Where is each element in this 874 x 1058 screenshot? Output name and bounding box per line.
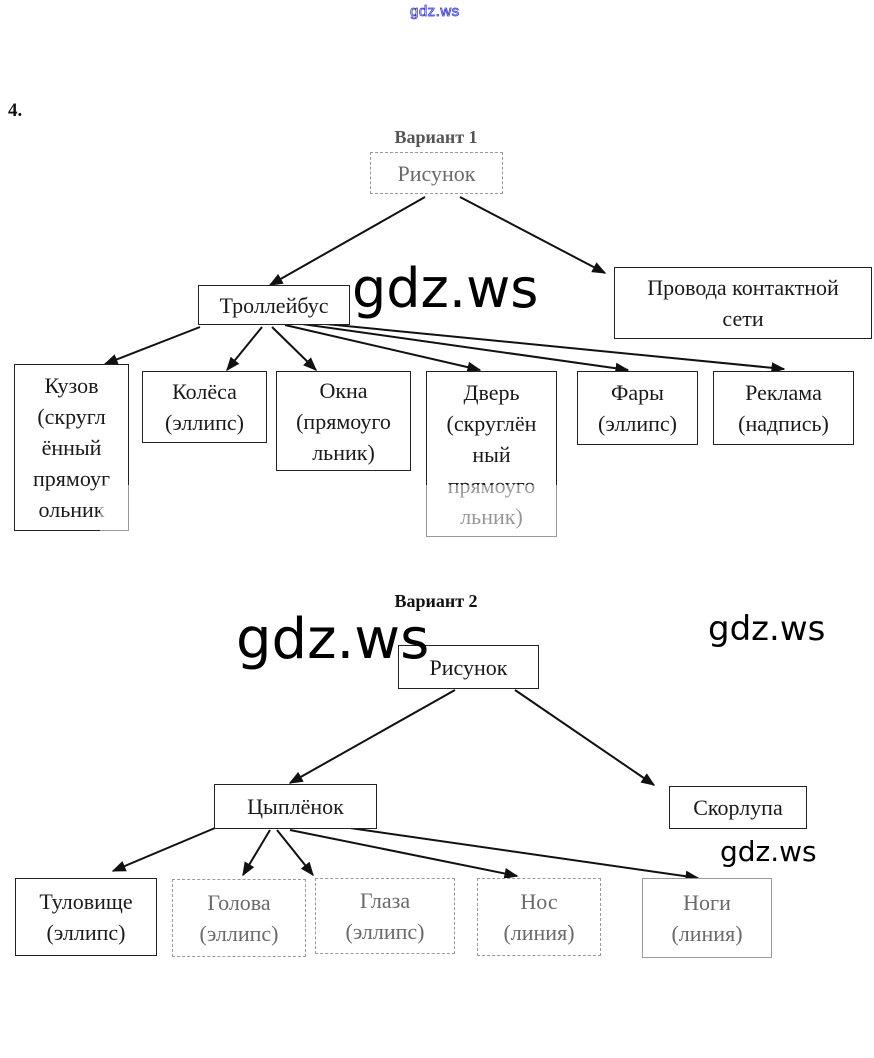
node-label: льник) xyxy=(312,439,375,465)
watermark: gdz.ws xyxy=(236,607,430,672)
node-label: (прямоуго xyxy=(296,408,391,434)
edge-v2-chick-head xyxy=(242,829,271,877)
node-label: (линия) xyxy=(671,921,743,946)
v1-node-ads: Реклама (надпись) xyxy=(713,371,854,445)
node-label: Провода контактной xyxy=(647,275,839,300)
v2-node-torso: Туловище (эллипс) xyxy=(15,878,157,956)
node-label: Троллейбус xyxy=(219,292,329,318)
v1-root-node: Рисунок xyxy=(370,152,503,194)
node-label: (скруглён xyxy=(446,410,537,436)
node-label: Реклама xyxy=(745,380,822,405)
edge-v1-trolley-windows xyxy=(271,326,318,371)
edge-v1-root-wires xyxy=(459,196,607,274)
v2-node-legs: Ноги (линия) xyxy=(642,878,772,958)
node-label: ольник xyxy=(38,497,105,522)
node-label: (линия) xyxy=(503,920,575,945)
node-label: (эллипс) xyxy=(46,920,126,945)
node-label: Ноги xyxy=(683,890,731,915)
node-label: Цыплёнок xyxy=(247,794,344,819)
v1-node-windows: Окна (прямоуго льник) xyxy=(276,371,411,471)
edge-v1-trolley-headlights xyxy=(294,322,630,374)
edge-v1-trolley-door xyxy=(284,324,482,373)
node-label: Дверь xyxy=(463,379,520,405)
edge-v1-root-trolleybus xyxy=(268,196,426,286)
node-label: Фары xyxy=(611,380,664,405)
node-label: Рисунок xyxy=(397,160,476,186)
node-label: сети xyxy=(722,306,764,331)
faded-band xyxy=(100,485,750,580)
v2-node-chick: Цыплёнок xyxy=(214,784,377,829)
edge-v2-chick-nose xyxy=(289,829,519,879)
watermark: gdz.ws xyxy=(352,257,539,320)
v2-root-node: Рисунок xyxy=(398,645,539,689)
edge-v1-trolley-body xyxy=(103,326,201,365)
watermark: gdz.ws xyxy=(708,609,826,649)
v2-node-eyes: Глаза (эллипс) xyxy=(315,878,455,954)
node-label: ённый xyxy=(41,435,102,460)
node-label: (эллипс) xyxy=(345,919,425,944)
node-label: Окна xyxy=(319,377,368,403)
node-label: Колёса xyxy=(172,379,237,404)
node-label: (эллипс) xyxy=(199,921,279,946)
node-label: Скорлупа xyxy=(693,795,783,820)
edge-v2-chick-torso xyxy=(111,827,216,872)
v2-node-nose: Нос (линия) xyxy=(477,878,601,956)
node-label: Кузов xyxy=(44,373,99,398)
edge-v1-trolley-wheels xyxy=(226,326,263,372)
node-label: ный xyxy=(472,441,511,467)
edge-v2-chick-eyes xyxy=(276,829,314,877)
task-number: 4. xyxy=(8,100,23,121)
node-label: Рисунок xyxy=(429,654,508,680)
node-label: (эллипс) xyxy=(165,410,244,435)
edge-v2-root-chick xyxy=(288,689,456,784)
v2-node-shell: Скорлупа xyxy=(669,786,807,829)
v1-node-wires: Провода контактной сети xyxy=(614,267,872,339)
edge-v2-chick-legs xyxy=(349,827,700,882)
node-label: Глаза xyxy=(359,888,411,913)
edge-v1-trolley-ads xyxy=(304,321,786,374)
node-label: Голова xyxy=(207,890,271,915)
watermark: gdz.ws xyxy=(720,835,817,868)
variant-1-title: Вариант 1 xyxy=(394,127,478,147)
node-label: Туловище xyxy=(39,889,133,914)
watermark-top: gdz.ws xyxy=(410,3,460,21)
v1-node-trolleybus: Троллейбус xyxy=(198,285,350,325)
variant-2-title: Вариант 2 xyxy=(394,591,478,611)
node-label: (скругл xyxy=(37,404,106,429)
node-label: прямоуг xyxy=(33,466,110,491)
node-label: (эллипс) xyxy=(598,411,677,436)
v2-node-head: Голова (эллипс) xyxy=(172,879,306,957)
v1-node-wheels: Колёса (эллипс) xyxy=(142,371,267,443)
node-label: (надпись) xyxy=(738,411,829,436)
node-label: Нос xyxy=(520,889,558,914)
v1-node-headlights: Фары (эллипс) xyxy=(577,371,698,445)
edge-v2-root-shell xyxy=(514,689,656,786)
